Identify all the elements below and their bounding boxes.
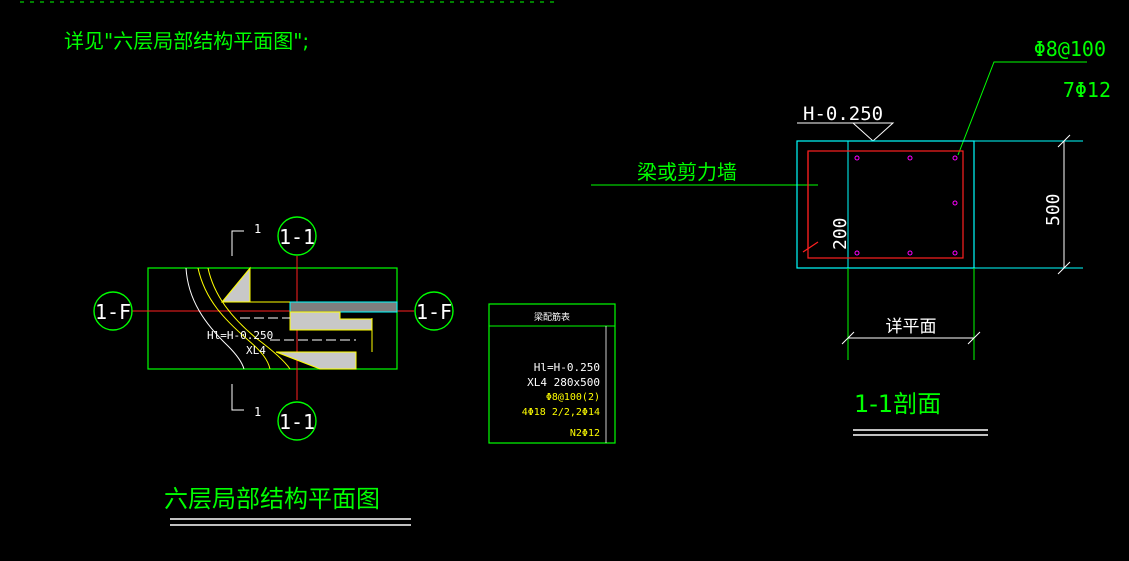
- section-cut-top: [231, 230, 244, 256]
- table-row-1: XL4 280x500: [527, 376, 600, 389]
- rebar-dot: [952, 200, 958, 206]
- slab-hatch-upper-left: [220, 266, 251, 303]
- rebar-dot: [854, 155, 860, 161]
- grid-bubble-1-1-top: [277, 216, 317, 256]
- section-mark-bottom: 1: [254, 405, 261, 419]
- see-plan-label: 详平面: [886, 317, 937, 337]
- dim-500-label: 500: [1043, 193, 1064, 226]
- curve-line-1: [197, 267, 271, 370]
- section-outline: [796, 140, 975, 269]
- stirrup-label: Φ8@100: [1034, 37, 1106, 61]
- dim-plan-tick-right: [967, 331, 981, 345]
- grid-label-1f-right: 1-F: [416, 300, 452, 324]
- dim-200-label: 200: [830, 217, 851, 250]
- rebar-dot: [952, 155, 958, 161]
- rebar-dot: [952, 250, 958, 256]
- top-note-line: 详见"六层局部结构平面图";: [64, 29, 309, 53]
- section-view: Φ8@100 7Φ12 H-0.250 梁或剪力墙 200 500: [591, 37, 1111, 436]
- grid-bubble-1f-right: [414, 291, 454, 331]
- curve-line-2: [207, 267, 291, 370]
- rebar-dot: [854, 250, 860, 256]
- side-bar-label: 7Φ12: [1063, 78, 1111, 102]
- section-title: 1-1剖面: [854, 390, 941, 418]
- slab-strip-right: [289, 301, 398, 313]
- dim-500-tick-bottom: [1057, 261, 1071, 275]
- table-row-4: N2Φ12: [570, 428, 600, 439]
- slab-hatch-right: [289, 311, 373, 331]
- beam-reinforcement-table: 梁配筋表 Hl=H-0.250 XL4 280x500 Φ8@100(2) 4Φ…: [488, 303, 616, 444]
- beam-height-label: Hl=H-0.250: [207, 329, 273, 342]
- elevation-triangle: [851, 122, 895, 142]
- table-frame: [488, 303, 616, 444]
- stirrup-hook: [802, 241, 819, 253]
- table-row-2: Φ8@100(2): [546, 392, 600, 403]
- plan-frame: [147, 267, 398, 370]
- table-row-0: Hl=H-0.250: [534, 361, 600, 374]
- section-cut-bottom: [231, 384, 244, 411]
- rebar-dot: [907, 250, 913, 256]
- table-row-3: 4Φ18 2/2,2Φ14: [522, 407, 600, 418]
- table-header: 梁配筋表: [534, 311, 570, 323]
- stirrup-outline: [807, 150, 964, 259]
- curve-line-3: [185, 267, 245, 370]
- grid-bubble-1-1-bottom: [277, 401, 317, 441]
- plan-view: Hl=H-0.250 XL4 1 1 1-1 1-1 1-F 1-F 六层局部结…: [93, 216, 454, 526]
- grid-label-1-1-bottom: 1-1: [279, 410, 315, 434]
- grid-label-1f-left: 1-F: [95, 300, 131, 324]
- slab-hatch-lower: [275, 351, 357, 370]
- wall-label: 梁或剪力墙: [637, 160, 737, 184]
- rebar-dot: [907, 155, 913, 161]
- plan-title: 六层局部结构平面图: [164, 485, 380, 513]
- elevation-label: H-0.250: [803, 103, 883, 125]
- grid-label-1-1-top: 1-1: [279, 225, 315, 249]
- dim-500-tick-top: [1057, 134, 1071, 148]
- stirrup-leader: [957, 61, 1087, 156]
- beam-id-label: XL4: [246, 344, 266, 357]
- section-mark-top: 1: [254, 222, 261, 236]
- dim-plan-tick-left: [841, 331, 855, 345]
- grid-bubble-1f-left: [93, 291, 133, 331]
